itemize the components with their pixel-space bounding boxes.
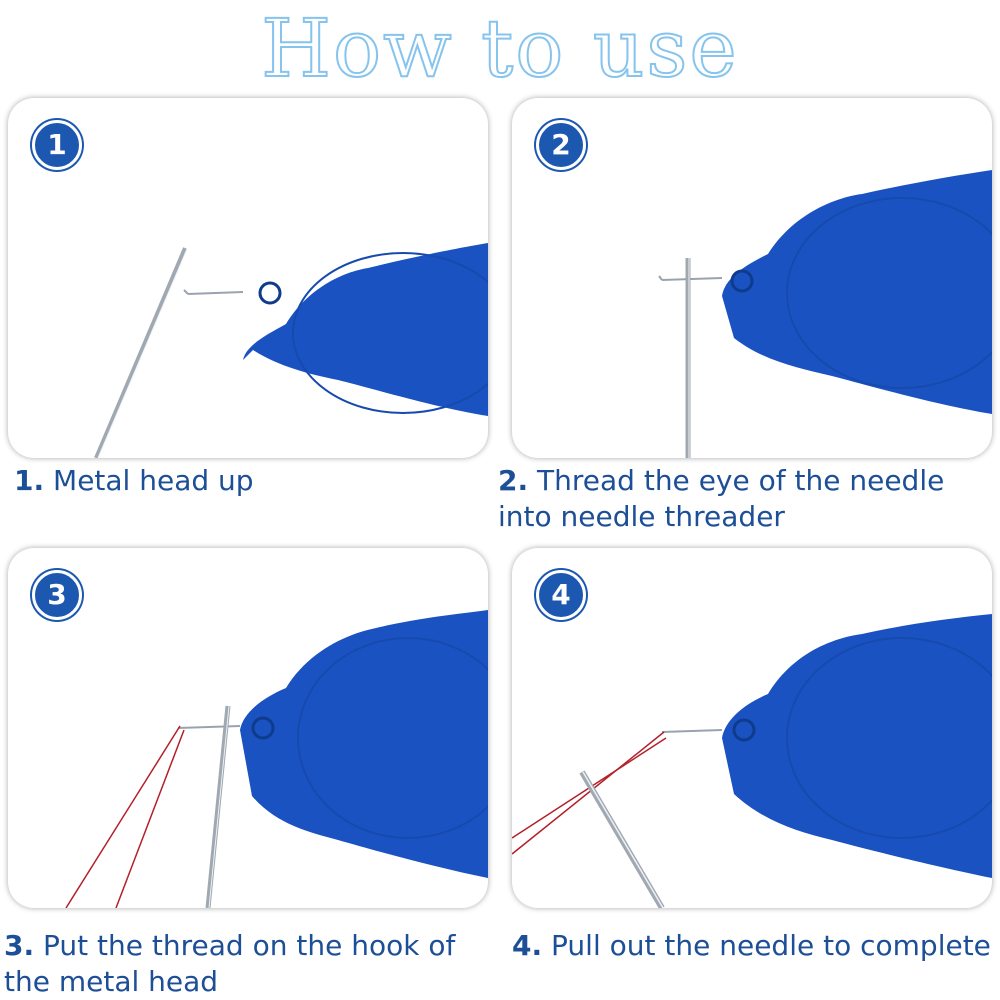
- wire-hook-icon: [177, 725, 241, 729]
- needle-icon: [685, 258, 691, 458]
- step-1-illustration: [94, 243, 488, 458]
- step-text: Thread the eye of the needle into needle…: [498, 464, 945, 533]
- step-number-badge: 1: [32, 120, 82, 170]
- wire-hook-icon: [183, 289, 244, 295]
- needle-threader-icon: [240, 610, 488, 878]
- step-1-caption: 1. Metal head up: [14, 463, 474, 499]
- step-4-caption: 4. Pull out the needle to complete: [512, 928, 998, 964]
- step-text: Metal head up: [53, 464, 254, 497]
- step-number-badge: 3: [32, 570, 82, 620]
- step-number-label: 2.: [498, 464, 529, 497]
- step-4-illustration: [512, 614, 992, 908]
- step-3-panel: 3: [8, 548, 488, 908]
- step-2-panel: 2: [512, 98, 992, 458]
- step-4-panel: 4: [512, 548, 992, 908]
- thread-icon: [512, 731, 667, 855]
- step-text: Pull out the needle to complete: [551, 929, 991, 962]
- thread-icon: [65, 725, 185, 908]
- needle-threader-icon: [722, 170, 992, 414]
- step-2-illustration: [658, 170, 992, 458]
- step-text: Put the thread on the hook of the metal …: [4, 929, 456, 998]
- wire-hook-icon: [658, 275, 723, 281]
- step-number-label: 4.: [512, 929, 543, 962]
- needle-icon: [205, 705, 231, 908]
- step-number-badge: 2: [536, 120, 586, 170]
- needle-threader-icon: [722, 614, 992, 878]
- step-number-label: 1.: [14, 464, 45, 497]
- step-number-label: 3.: [4, 929, 35, 962]
- step-number-badge: 4: [536, 570, 586, 620]
- step-3-illustration: [65, 610, 488, 908]
- step-1-panel: 1: [8, 98, 488, 458]
- step-2-caption: 2. Thread the eye of the needle into nee…: [498, 463, 998, 535]
- wire-hook-icon: [661, 729, 723, 733]
- needle-icon: [94, 247, 188, 458]
- needle-threader-icon: [243, 243, 488, 416]
- step-3-caption: 3. Put the thread on the hook of the met…: [4, 928, 474, 1000]
- page-title: How to use: [260, 2, 739, 95]
- needle-icon: [579, 770, 665, 908]
